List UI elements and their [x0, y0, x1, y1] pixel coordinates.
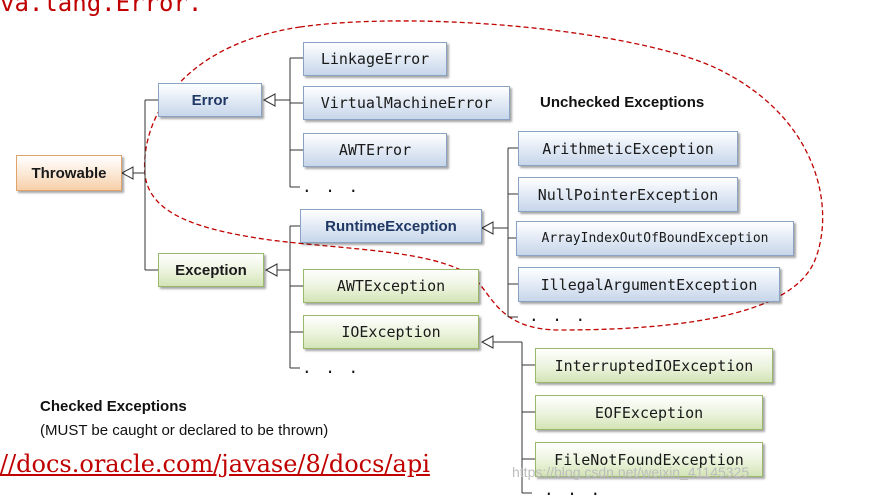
node-error: Error — [158, 83, 262, 117]
io-inherit-arrow — [480, 335, 494, 349]
exception-more-ellipsis: . . . — [302, 358, 361, 377]
exception-inherit-arrow — [264, 263, 278, 277]
node-illegal-argument-exception: IllegalArgumentException — [518, 267, 780, 302]
runtime-inherit-arrow — [480, 221, 494, 235]
node-runtime-exception: RuntimeException — [300, 209, 482, 243]
io-more-ellipsis: . . . — [544, 480, 603, 499]
unchecked-exceptions-label: Unchecked Exceptions — [540, 94, 705, 111]
docs-link[interactable]: //docs.oracle.com/javase/8/docs/api — [0, 450, 430, 478]
node-linkage-error: LinkageError — [303, 42, 447, 76]
node-virtual-machine-error: VirtualMachineError — [303, 86, 510, 120]
error-more-ellipsis: . . . — [302, 177, 361, 196]
throwable-inherit-arrow — [120, 166, 134, 180]
node-interrupted-io-exception: InterruptedIOException — [535, 348, 773, 383]
node-awt-error: AWTError — [303, 133, 447, 167]
checked-exceptions-label: Checked Exceptions — [40, 398, 187, 415]
node-throwable: Throwable — [16, 155, 122, 191]
node-exception: Exception — [158, 253, 264, 287]
error-inherit-arrow — [262, 93, 276, 107]
node-array-index-exception: ArrayIndexOutOfBoundException — [516, 221, 794, 256]
runtime-more-ellipsis: . . . — [529, 306, 588, 325]
header-text: va.lang.Error. — [0, 0, 203, 17]
watermark-text: https://blog.csdn.net/weixin_41145325 — [512, 464, 750, 480]
node-file-not-found-exception: FileNotFoundException — [535, 442, 763, 477]
node-awt-exception: AWTException — [303, 269, 479, 303]
node-eof-exception: EOFException — [535, 395, 763, 430]
node-io-exception: IOException — [303, 315, 479, 349]
checked-exceptions-note: (MUST be caught or declared to be thrown… — [40, 422, 329, 439]
node-null-pointer-exception: NullPointerException — [518, 177, 738, 212]
node-arithmetic-exception: ArithmeticException — [518, 131, 738, 166]
